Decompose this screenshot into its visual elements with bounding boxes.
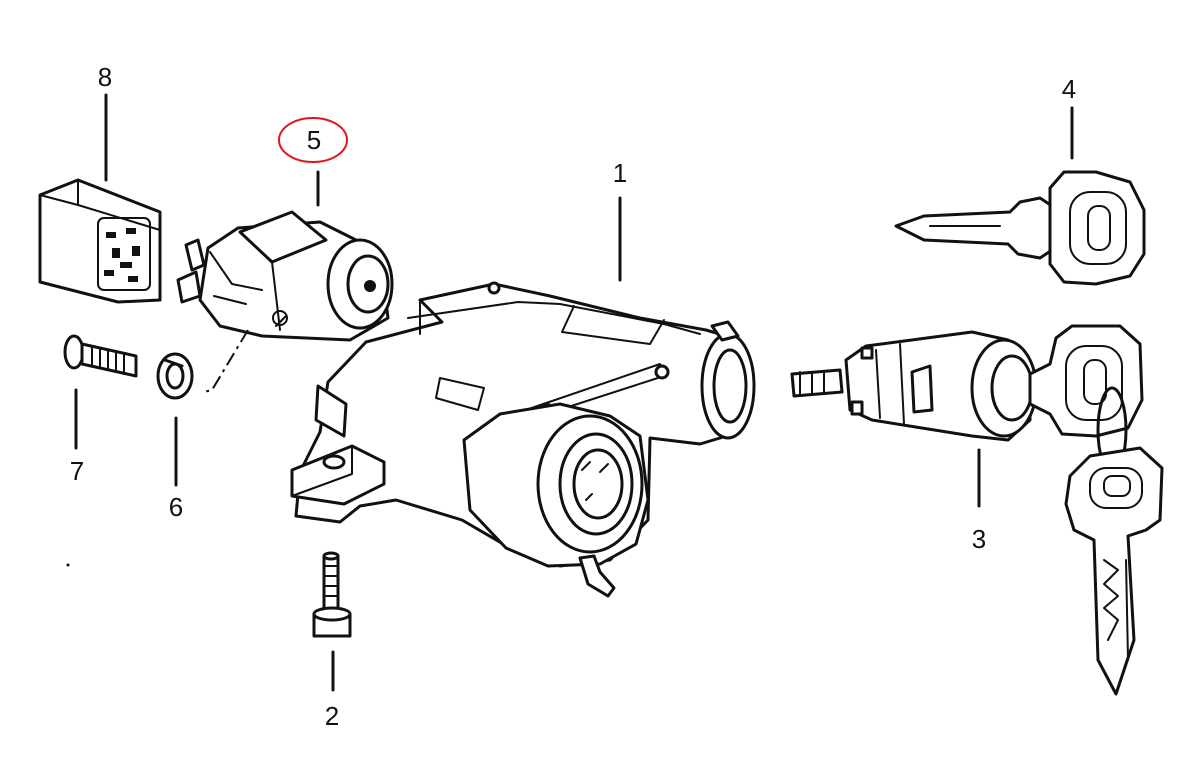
callout-label-2: 2 [325, 701, 339, 731]
callout-label-1: 1 [613, 158, 627, 188]
callout-label-6: 6 [169, 492, 183, 522]
part-2-bolt [312, 551, 352, 638]
callout-1: 1 [613, 158, 627, 282]
callout-label-4: 4 [1062, 74, 1076, 104]
part-5-ignition-switch [176, 210, 394, 342]
part-7-screw [63, 334, 138, 378]
part-6-washer [156, 352, 194, 400]
callout-3: 3 [972, 448, 986, 554]
callout-6: 6 [169, 416, 183, 522]
part-4-keys-on-ring [1028, 324, 1164, 696]
callout-2: 2 [325, 650, 339, 731]
callout-label-7: 7 [70, 456, 84, 486]
speck [66, 563, 70, 567]
callout-7: 7 [70, 388, 84, 486]
callout-label-8: 8 [98, 62, 112, 92]
highlight-circle-5 [278, 117, 348, 163]
callout-label-3: 3 [972, 524, 986, 554]
assembly-line [203, 329, 249, 393]
callout-4: 4 [1062, 74, 1076, 160]
part-4-key-loose [894, 170, 1146, 286]
callout-8: 8 [98, 62, 112, 182]
callout-5: 5 [278, 117, 348, 207]
part-3-lock-cylinder [790, 330, 1038, 442]
callout-label-5: 5 [307, 125, 321, 155]
part-8-connector [38, 178, 162, 304]
part-1-lock-housing [290, 281, 756, 598]
